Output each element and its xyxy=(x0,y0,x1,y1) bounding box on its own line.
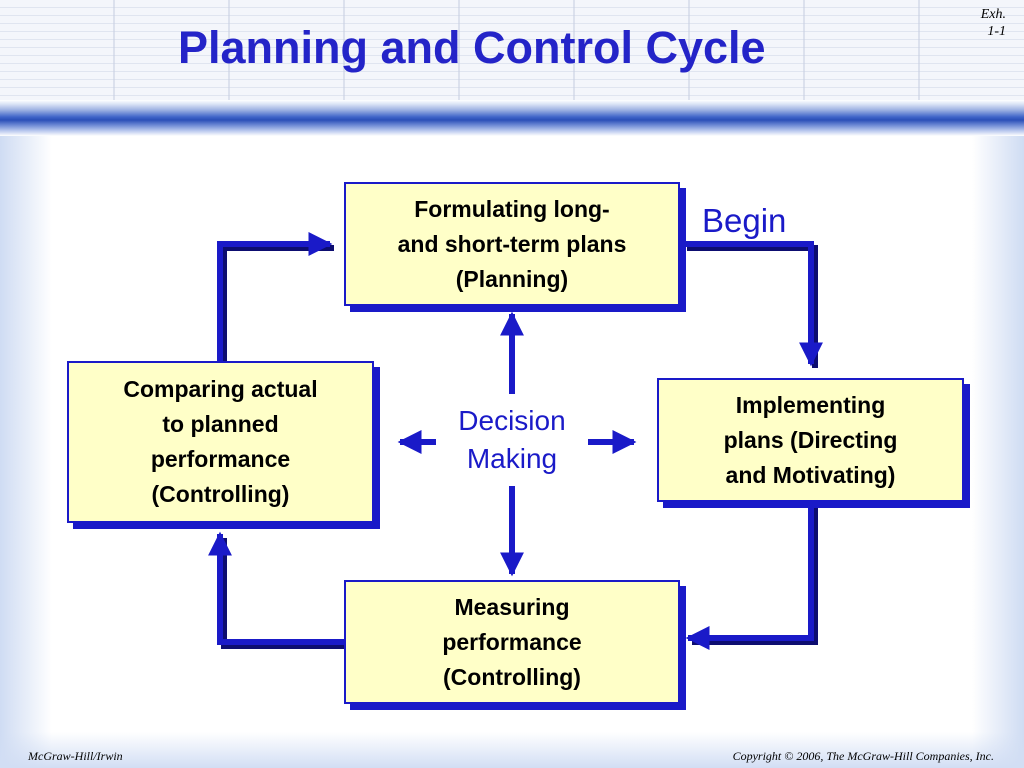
slide-header: Planning and Control Cycle Exh. 1-1 xyxy=(0,0,1024,100)
implementing-text: Implementing plans (Directing and Motiva… xyxy=(723,391,898,488)
comparing-text: Comparing actual to planned performance … xyxy=(123,376,318,507)
measuring-box: Measuring performance (Controlling) xyxy=(344,580,680,704)
publisher-footer: McGraw-Hill/Irwin xyxy=(28,749,123,763)
footer-gradient xyxy=(0,732,1024,768)
implementing-box: Implementing plans (Directing and Motiva… xyxy=(657,378,964,502)
right-edge-gradient xyxy=(972,136,1024,768)
arrow-compare-to-plan xyxy=(217,232,333,361)
header-divider-band xyxy=(0,100,1024,136)
page-title: Planning and Control Cycle xyxy=(178,22,766,73)
copyright-footer: Copyright © 2006, The McGraw-Hill Compan… xyxy=(732,749,994,763)
comparing-box: Comparing actual to planned performance … xyxy=(67,361,374,523)
arrow-plan-to-implement xyxy=(683,241,823,367)
begin-label: Begin xyxy=(702,202,787,239)
planning-text: Formulating long- and short-term plans (… xyxy=(397,195,627,292)
planning-box: Formulating long- and short-term plans (… xyxy=(344,182,680,306)
decision-making-label: Decision Making xyxy=(458,405,566,474)
arrow-measure-to-compare xyxy=(208,531,346,645)
exhibit-number: Exh. 1-1 xyxy=(980,7,1006,39)
arrow-implement-to-measure xyxy=(685,504,814,650)
measuring-text: Measuring performance (Controlling) xyxy=(442,593,582,690)
left-edge-gradient xyxy=(0,136,52,768)
